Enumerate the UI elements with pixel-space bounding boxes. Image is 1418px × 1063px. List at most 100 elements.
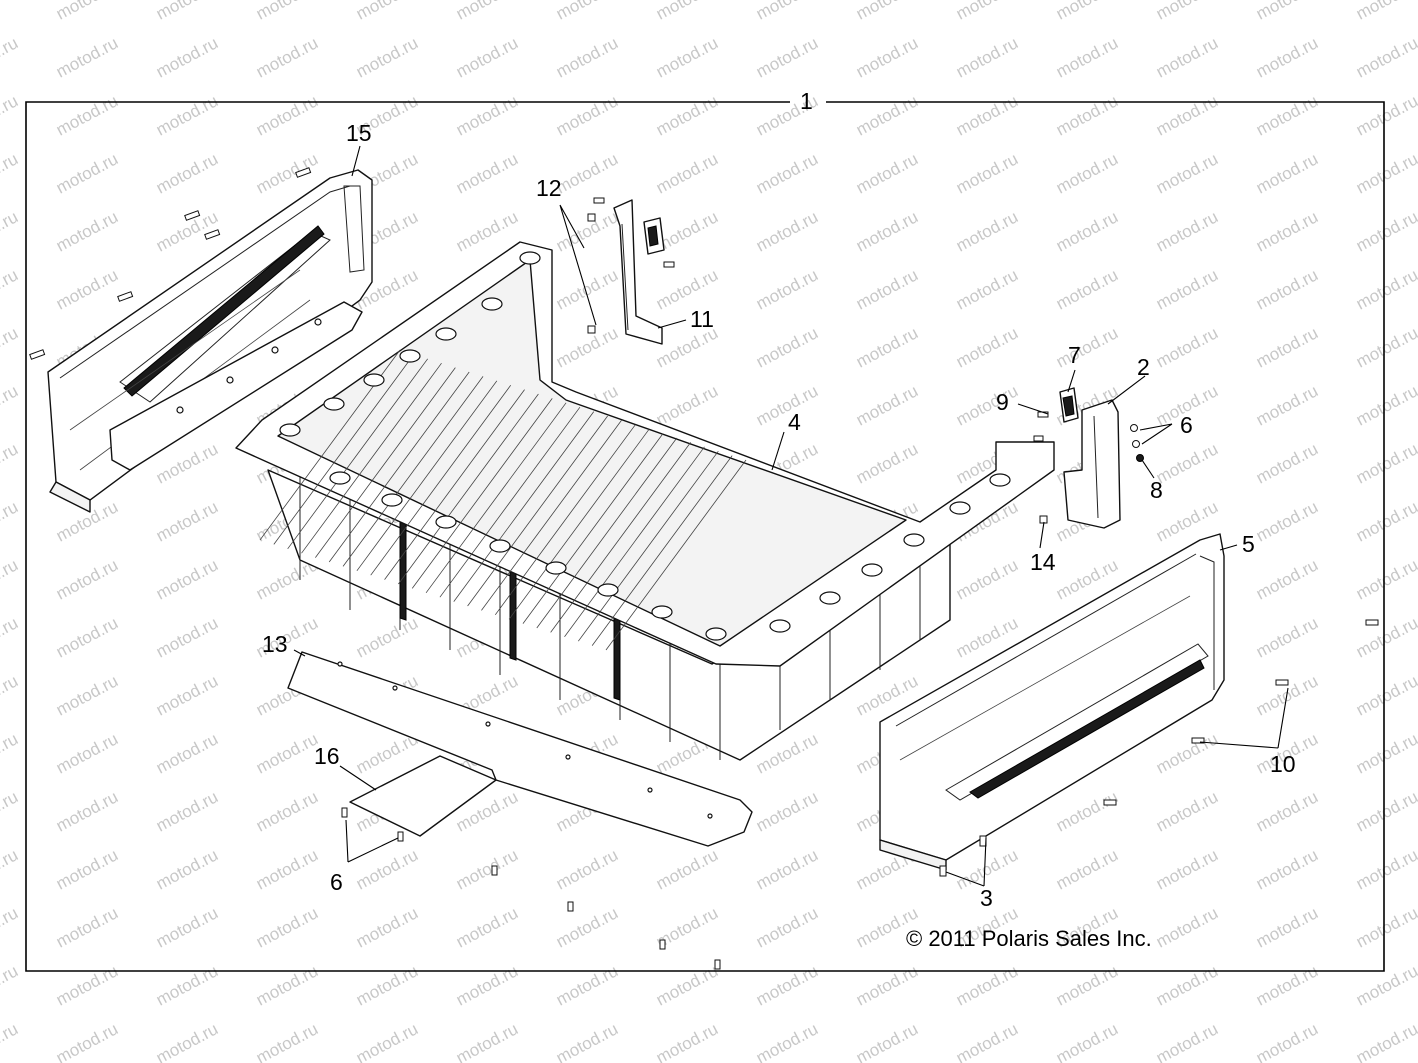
- watermark-text: motod.ru: [0, 729, 21, 777]
- watermark-text: motod.ru: [1353, 439, 1418, 487]
- watermark-text: motod.ru: [353, 961, 421, 1009]
- watermark-text: motod.ru: [1153, 0, 1221, 24]
- watermark-text: motod.ru: [53, 787, 121, 835]
- watermark-text: motod.ru: [953, 33, 1021, 81]
- watermark-text: motod.ru: [253, 787, 321, 835]
- watermark-text: motod.ru: [1353, 555, 1418, 603]
- watermark-text: motod.ru: [253, 729, 321, 777]
- watermark-text: motod.ru: [0, 555, 21, 603]
- watermark-text: motod.ru: [153, 903, 221, 951]
- watermark-text: motod.ru: [1253, 845, 1321, 893]
- floor-rib: [467, 415, 608, 607]
- watermark-text: motod.ru: [1153, 323, 1221, 371]
- part-12-fasteners: [587, 197, 675, 334]
- callout-13: 13: [262, 631, 288, 657]
- watermark-text: motod.ru: [1153, 961, 1221, 1009]
- watermark-text: motod.ru: [1353, 845, 1418, 893]
- watermark-text: motod.ru: [0, 497, 21, 545]
- watermark-text: motod.ru: [1253, 323, 1321, 371]
- watermark-text: motod.ru: [253, 33, 321, 81]
- watermark-text: motod.ru: [953, 1019, 1021, 1063]
- callout-7: 7: [1068, 342, 1081, 368]
- watermark-text: motod.ru: [353, 33, 421, 81]
- watermark-text: motod.ru: [353, 903, 421, 951]
- watermark-text: motod.ru: [1053, 207, 1121, 255]
- watermark-text: motod.ru: [0, 265, 21, 313]
- watermark-text: motod.ru: [1253, 149, 1321, 197]
- watermark-text: motod.ru: [1053, 323, 1121, 371]
- watermark-text: motod.ru: [1253, 381, 1321, 429]
- callout-8: 8: [1150, 477, 1163, 503]
- watermark-text: motod.ru: [753, 845, 821, 893]
- rim-cup: [323, 397, 345, 411]
- watermark-text: motod.ru: [553, 265, 621, 313]
- watermark-text: motod.ru: [1353, 961, 1418, 1009]
- watermark-text: motod.ru: [53, 729, 121, 777]
- watermark-text: motod.ru: [1153, 207, 1221, 255]
- callout-14: 14: [1030, 549, 1056, 575]
- watermark-text: motod.ru: [853, 33, 921, 81]
- watermark-text: motod.ru: [153, 613, 221, 661]
- rim-cup: [861, 563, 883, 577]
- watermark-text: motod.ru: [553, 903, 621, 951]
- watermark-text: motod.ru: [1153, 265, 1221, 313]
- rim-cup: [489, 539, 511, 553]
- watermark-text: motod.ru: [253, 961, 321, 1009]
- watermark-text: motod.ru: [1153, 787, 1221, 835]
- floor-rib: [287, 358, 429, 550]
- rim-cup: [279, 423, 301, 437]
- watermark-text: motod.ru: [153, 0, 221, 24]
- floor-rib: [315, 367, 456, 558]
- watermark-text: motod.ru: [653, 33, 721, 81]
- leader-lines: [293, 145, 1289, 887]
- watermark-text: motod.ru: [853, 323, 921, 371]
- rim-cup: [435, 327, 457, 341]
- watermark-text: motod.ru: [53, 903, 121, 951]
- watermark-text: motod.ru: [1353, 207, 1418, 255]
- watermark-text: motod.ru: [453, 961, 521, 1009]
- watermark-text: motod.ru: [653, 381, 721, 429]
- rim-cup: [949, 501, 971, 515]
- watermark-text: motod.ru: [153, 787, 221, 835]
- watermark-text: motod.ru: [853, 91, 921, 139]
- watermark-text: motod.ru: [1153, 845, 1221, 893]
- watermark-text: motod.ru: [253, 903, 321, 951]
- part-4-cargo-box: [235, 241, 1055, 761]
- callout-15: 15: [346, 120, 372, 146]
- watermark-text: motod.ru: [1153, 1019, 1221, 1063]
- watermark-text: motod.ru: [1253, 961, 1321, 1009]
- watermark-text: motod.ru: [653, 149, 721, 197]
- part-13-skid-plate: [287, 651, 753, 847]
- watermark-text: motod.ru: [353, 0, 421, 24]
- watermark-text: motod.ru: [453, 0, 521, 24]
- floor-rib: [522, 433, 664, 624]
- watermark-text: motod.ru: [153, 555, 221, 603]
- watermark-text: motod.ru: [753, 1019, 821, 1063]
- floor-rib: [453, 411, 595, 602]
- watermark-text: motod.ru: [553, 961, 621, 1009]
- part-15-bolts: [29, 167, 312, 360]
- watermark-text: motod.ru: [553, 1019, 621, 1063]
- watermark-text: motod.ru: [1253, 787, 1321, 835]
- callout-labels: 1 15 12 11 4 7 2 9 6 8 14 5 13 10 16 6 3: [262, 88, 1296, 911]
- watermark-text: motod.ru: [453, 149, 521, 197]
- watermark-text: motod.ru: [1353, 323, 1418, 371]
- watermark-text: motod.ru: [1253, 1019, 1321, 1063]
- watermark-text: motod.ru: [0, 845, 21, 893]
- floor-rib: [591, 455, 733, 646]
- watermark-text: motod.ru: [1353, 265, 1418, 313]
- watermark-text: motod.ru: [553, 0, 621, 24]
- part-2-right-bracket: [1063, 399, 1121, 529]
- watermark-text: motod.ru: [753, 207, 821, 255]
- watermark-text: motod.ru: [453, 1019, 521, 1063]
- rim-cup: [819, 591, 841, 605]
- callout-6-lower: 6: [330, 869, 343, 895]
- watermark-text: motod.ru: [653, 845, 721, 893]
- watermark-text: motod.ru: [1353, 671, 1418, 719]
- watermark-text: motod.ru: [0, 323, 21, 371]
- watermark-text: motod.ru: [0, 91, 21, 139]
- floor-rib: [273, 354, 415, 545]
- watermark-text: motod.ru: [953, 961, 1021, 1009]
- watermark-text: motod.ru: [53, 1019, 121, 1063]
